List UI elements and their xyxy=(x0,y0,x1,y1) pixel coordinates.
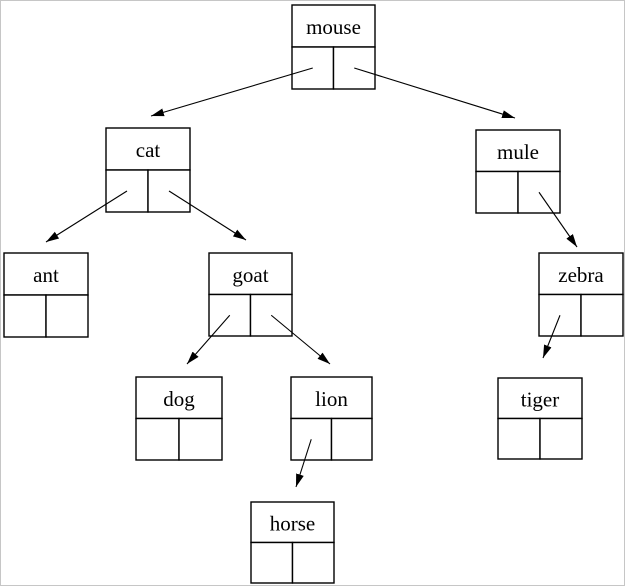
node-label: mule xyxy=(497,140,539,164)
node-label: lion xyxy=(315,387,348,411)
node-left-pointer-cell xyxy=(497,417,541,460)
tree-node-horse: horse xyxy=(250,501,335,584)
node-label: cat xyxy=(136,138,161,162)
node-right-pointer-cell xyxy=(178,417,223,461)
edge-cat-left-ant xyxy=(45,190,128,243)
tree-node-mule: mule xyxy=(475,129,561,214)
tree-node-zebra: zebra xyxy=(538,252,624,337)
node-label: ant xyxy=(33,263,59,287)
node-label-cell xyxy=(290,376,373,420)
node-label-cell xyxy=(250,501,335,544)
node-left-pointer-cell xyxy=(250,541,294,584)
node-label: horse xyxy=(270,511,316,535)
edges-layer xyxy=(45,67,578,488)
node-right-pointer-cell xyxy=(291,541,335,584)
node-label: dog xyxy=(163,387,195,411)
node-label-cell xyxy=(291,4,376,48)
node-label: zebra xyxy=(558,263,604,287)
edge-mouse-right-mule xyxy=(354,67,516,119)
edge-goat-left-dog xyxy=(186,314,231,365)
node-left-pointer-cell xyxy=(538,293,582,337)
node-left-pointer-cell xyxy=(135,417,180,461)
tree-node-dog: dog xyxy=(135,376,223,461)
node-label: goat xyxy=(232,263,268,287)
tree-node-mouse: mouse xyxy=(291,4,376,90)
tree-node-tiger: tiger xyxy=(497,377,583,460)
node-left-pointer-cell xyxy=(475,170,519,214)
tree-node-goat: goat xyxy=(208,252,293,337)
edge-cat-right-goat xyxy=(168,190,247,241)
node-right-pointer-cell xyxy=(45,294,89,338)
node-label-cell xyxy=(208,252,293,296)
edge-lion-left-horse xyxy=(295,439,312,488)
edge-zebra-left-tiger xyxy=(542,315,561,359)
node-right-pointer-cell xyxy=(580,293,624,337)
node-right-pointer-cell xyxy=(330,417,373,461)
node-label-cell xyxy=(105,127,191,171)
edge-mule-right-zebra xyxy=(538,191,578,248)
tree-node-ant: ant xyxy=(3,252,89,338)
node-label-cell xyxy=(497,377,583,420)
node-left-pointer-cell xyxy=(3,294,47,338)
node-label: tiger xyxy=(521,387,559,411)
node-right-pointer-cell xyxy=(539,417,583,460)
nodes-layer: mouse cat mule ant goat zebra dog lion tiger hors… xyxy=(3,4,624,584)
node-label: mouse xyxy=(306,15,361,39)
tree-node-lion: lion xyxy=(290,376,373,461)
node-right-pointer-cell xyxy=(517,170,561,214)
edge-goat-right-lion xyxy=(270,314,331,365)
tree-node-cat: cat xyxy=(105,127,191,213)
edge-mouse-left-cat xyxy=(150,67,313,117)
